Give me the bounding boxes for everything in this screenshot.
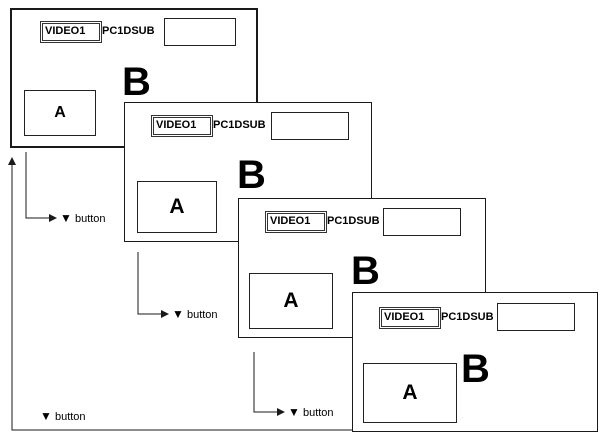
osd-empty-box (497, 303, 575, 331)
down-button-label-1: ▼ button (60, 212, 106, 226)
down-button-label-3: ▼ button (288, 406, 334, 420)
pip-label: A (283, 289, 299, 312)
pip-label: A (54, 104, 66, 121)
selected-source-box: VIDEO1 (40, 21, 102, 43)
arrow-3-to-4 (253, 352, 285, 416)
down-button-label-4: ▼ button (40, 410, 86, 424)
source-label: PC1DSUB (213, 119, 266, 131)
main-picture-label: B (122, 60, 151, 104)
main-picture-label: B (351, 249, 380, 293)
main-picture-label: B (237, 153, 266, 197)
pip-window: A (24, 90, 96, 136)
screen-4: VIDEO1 PC1DSUB B A (352, 292, 598, 432)
down-triangle-icon: ▼ (60, 211, 72, 225)
arrow-2-to-3 (137, 252, 169, 318)
button-text: button (54, 411, 86, 423)
pip-window: A (363, 363, 457, 423)
selected-source-box: VIDEO1 (151, 115, 213, 137)
source-label: PC1DSUB (102, 25, 155, 37)
osd-empty-box (383, 208, 461, 236)
down-triangle-icon: ▼ (40, 409, 52, 423)
arrow-1-to-2 (25, 152, 57, 222)
arrow-4-to-1 (8, 157, 352, 431)
button-text: button (186, 309, 218, 321)
screen-1: VIDEO1 PC1DSUB B A (10, 8, 258, 148)
button-text: button (302, 407, 334, 419)
osd-empty-box (164, 18, 236, 46)
down-triangle-icon: ▼ (172, 307, 184, 321)
down-triangle-icon: ▼ (288, 405, 300, 419)
source-label: PC1DSUB (327, 215, 380, 227)
pip-window: A (137, 181, 217, 233)
down-button-label-2: ▼ button (172, 308, 218, 322)
osd-empty-box (271, 112, 349, 140)
button-text: button (74, 213, 106, 225)
main-picture-label: B (461, 347, 490, 391)
pip-label: A (169, 195, 185, 218)
pip-window: A (249, 273, 333, 329)
selected-source-box: VIDEO1 (265, 211, 327, 233)
selected-source-box: VIDEO1 (379, 307, 441, 329)
source-label: PC1DSUB (441, 311, 494, 323)
pip-label: A (402, 381, 418, 404)
